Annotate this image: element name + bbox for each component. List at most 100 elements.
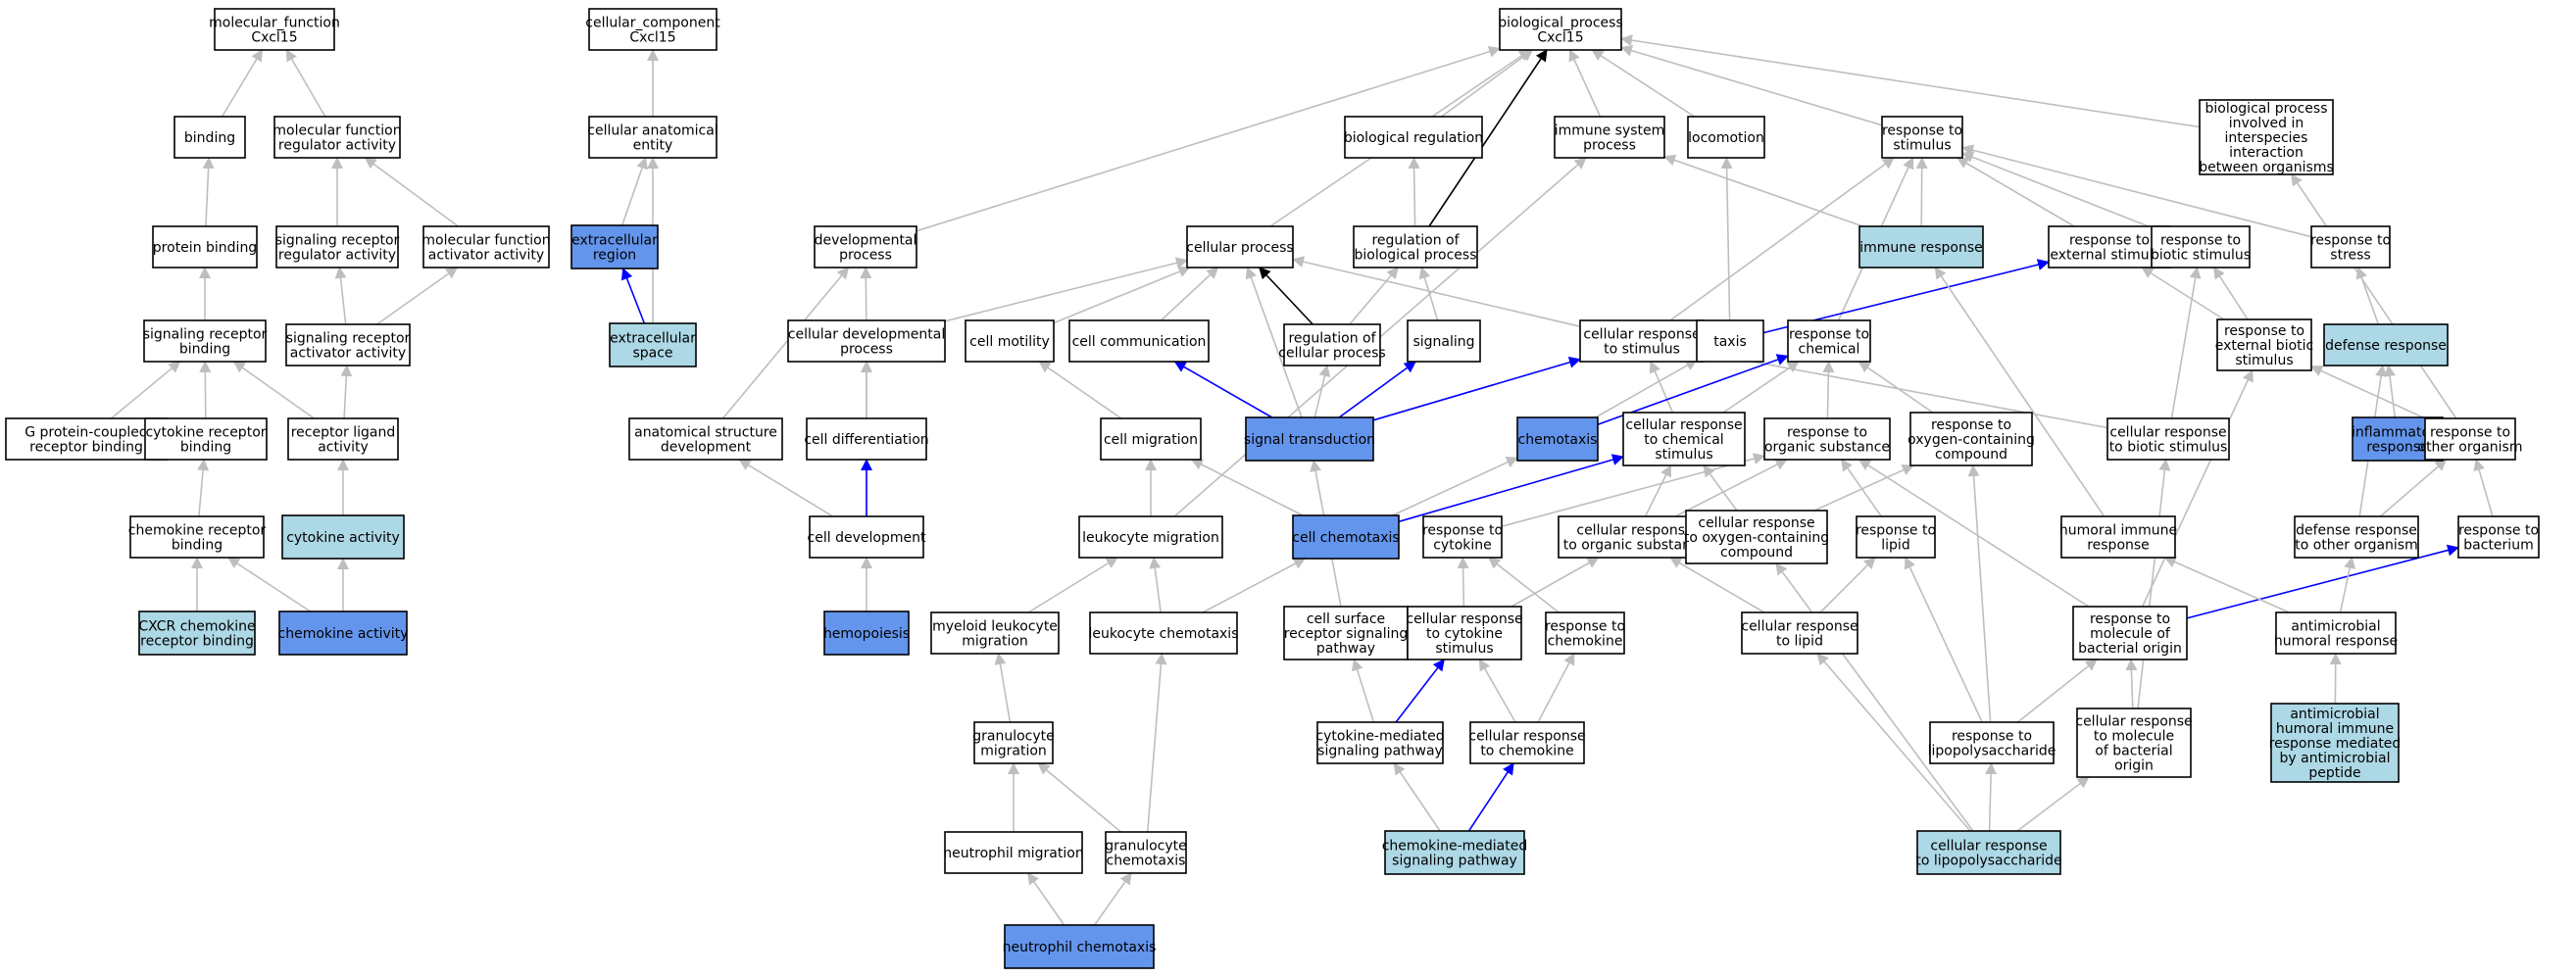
go-term-node-binding[interactable]: binding [173, 116, 246, 159]
node-box [814, 225, 917, 269]
node-label-line: protein binding [153, 240, 257, 256]
go-term-node-cell_proc[interactable]: cellular process [1186, 225, 1294, 269]
edge-line [1259, 267, 1313, 325]
go-term-node-protein_binding[interactable]: protein binding [152, 225, 258, 269]
go-term-node-signaling[interactable]: signaling [1407, 319, 1481, 363]
node-label-line: cellular_component [585, 16, 720, 31]
go-term-node-cyto_act[interactable]: cytokine activity [281, 514, 405, 560]
go-term-node-defense_resp[interactable]: defense response [2323, 323, 2449, 366]
go-term-node-chemotaxis[interactable]: chemotaxis [1516, 416, 1599, 462]
go-term-node-bio_reg[interactable]: biological regulation [1344, 116, 1483, 159]
edge-line [738, 459, 834, 517]
go-term-node-cell_diff[interactable]: cell differentiation [804, 417, 929, 461]
node-label-line: to chemokine [1480, 744, 1573, 759]
go-term-node-cell_migr[interactable]: cell migration [1100, 417, 1202, 461]
node-label-line: cellular response [1741, 619, 1858, 635]
node-label-line: binding [172, 538, 223, 554]
go-term-node-locomotion[interactable]: locomotion [1687, 116, 1765, 159]
edge-chemotaxis-to-taxis [1595, 359, 1698, 418]
node-label-line: process [839, 248, 892, 264]
edge-sig_rec_act-to-mf_act [376, 267, 459, 325]
go-term-node-cell_comm[interactable]: cell communication [1068, 319, 1210, 363]
go-term-node-neut_chemo[interactable]: neutrophil chemotaxis [1003, 924, 1157, 969]
go-term-node-taxis[interactable]: taxis [1696, 319, 1764, 363]
go-term-node-leuk_chemo[interactable]: leukocyte chemotaxis [1088, 611, 1239, 655]
node-label-line: locomotion [1688, 130, 1764, 146]
node-box [2076, 708, 2192, 778]
go-term-node-sig_trans[interactable]: signal transduction [1244, 416, 1375, 462]
edge-line [197, 459, 210, 517]
edge-line [1775, 562, 1974, 832]
node-label-line: cellular response [2109, 425, 2226, 441]
edge-line [1392, 457, 1518, 516]
go-term-node-neut_migr[interactable]: neutrophil migration [943, 831, 1084, 874]
go-term-node-leuk_migr[interactable]: leukocyte migration [1078, 515, 1223, 559]
go-term-node-chemokine_act[interactable]: chemokine activity [278, 611, 409, 656]
node-label-line: CXCR chemokine [138, 619, 255, 635]
go-term-node-cell_dev[interactable]: cell development [808, 515, 926, 559]
go-term-node-hemopoiesis[interactable]: hemopoiesis [823, 611, 910, 656]
go-term-node-immune_resp[interactable]: immune response [1858, 225, 1984, 269]
go-term-node-cell_motility[interactable]: cell motility [965, 319, 1055, 363]
edge-cell_chemo-to-cell_migr [1190, 459, 1304, 516]
go-term-node-cell_chemo[interactable]: cell chemotaxis [1292, 514, 1400, 560]
